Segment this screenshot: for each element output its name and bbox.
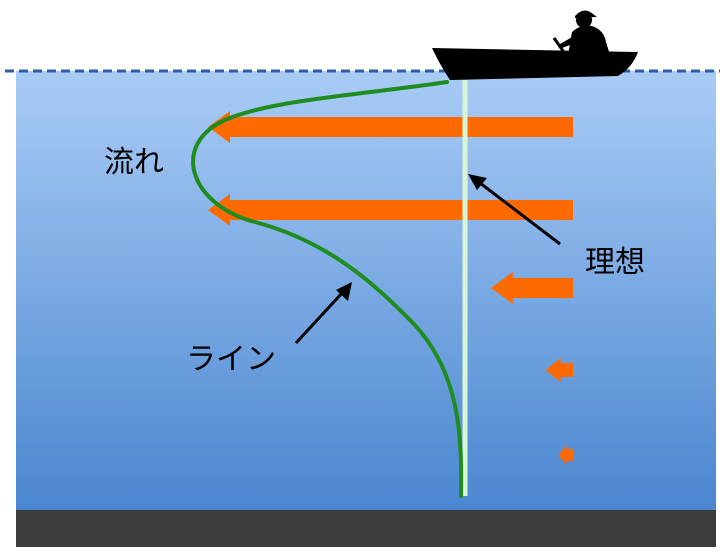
current-arrow bbox=[208, 111, 573, 143]
current-arrow bbox=[208, 194, 573, 226]
current-arrow bbox=[558, 445, 573, 465]
current-arrow bbox=[490, 272, 573, 304]
water-body bbox=[16, 71, 716, 511]
seabed bbox=[16, 510, 716, 547]
line-label: ライン bbox=[186, 342, 276, 377]
rowboat-with-angler-icon bbox=[432, 10, 638, 80]
current-arrows bbox=[208, 111, 573, 465]
current-arrow bbox=[545, 358, 573, 382]
ideal-pointer-arrow bbox=[468, 174, 561, 246]
current-label: 流れ bbox=[104, 145, 164, 180]
actual-fishing-line bbox=[191, 80, 464, 498]
line-pointer-arrow bbox=[294, 282, 352, 345]
ideal-label: 理想 bbox=[585, 245, 645, 280]
